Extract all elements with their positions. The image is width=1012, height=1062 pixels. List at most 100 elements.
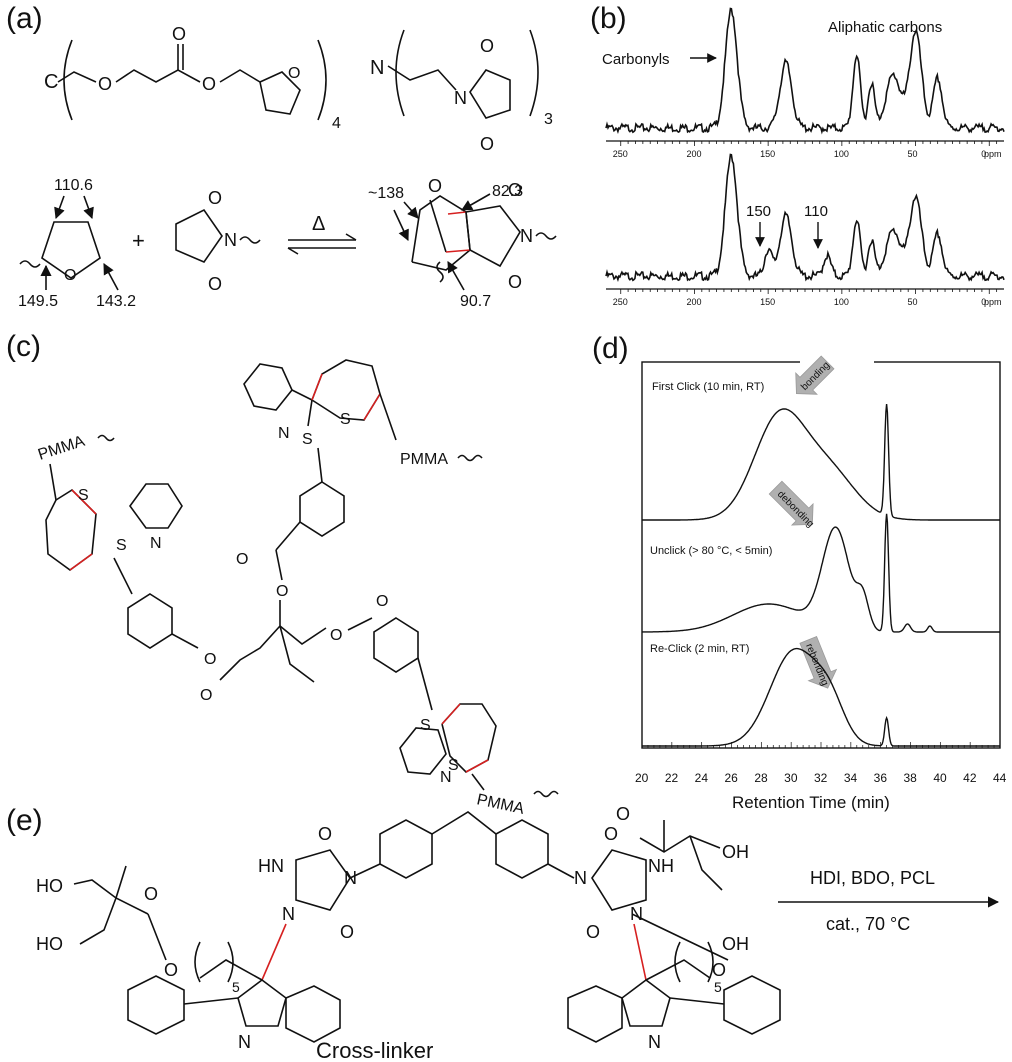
left-tad-n2: N bbox=[282, 904, 295, 924]
right-tad-n: N bbox=[574, 868, 587, 888]
svg-text:34: 34 bbox=[844, 771, 858, 785]
left-indole-5 bbox=[237, 979, 287, 1027]
svg-text:200: 200 bbox=[686, 149, 701, 159]
adduct-red-bond-2 bbox=[445, 249, 471, 253]
conditions-label: cat., 70 °C bbox=[826, 914, 910, 934]
right-red-bond bbox=[633, 923, 647, 981]
carbonyls-label: Carbonyls bbox=[602, 51, 670, 68]
right-pyridine bbox=[399, 727, 447, 775]
left-ho-2: HO bbox=[36, 934, 63, 954]
top-arm-s2: S bbox=[340, 411, 351, 428]
svg-text:150: 150 bbox=[760, 149, 775, 159]
svg-text:250: 250 bbox=[613, 149, 628, 159]
top-benzene bbox=[299, 481, 345, 537]
right-ester-o: O bbox=[330, 627, 342, 644]
amine-atom-label: N bbox=[370, 57, 384, 79]
left-alkyl-chain bbox=[199, 959, 263, 981]
right-red-bond-2 bbox=[465, 759, 489, 773]
top-ester-o2: O bbox=[276, 583, 288, 600]
reactant-furan-o: O bbox=[64, 267, 76, 284]
carbonyl-o: O bbox=[172, 24, 186, 44]
right-tad-nh: NH bbox=[648, 856, 674, 876]
left-bracket-2 bbox=[395, 29, 405, 117]
panel-b: Carbonyls Aliphatic carbons 250 200 150 100… bbox=[602, 7, 1005, 307]
right-indole-n: N bbox=[648, 1032, 661, 1052]
right-pyridine-n: N bbox=[440, 769, 452, 786]
pyridine-top bbox=[243, 363, 293, 411]
svg-text:44: 44 bbox=[993, 771, 1007, 785]
core-chain bbox=[219, 600, 281, 681]
right-oh-2: OH bbox=[722, 934, 749, 954]
reagents-label: HDI, BDO, PCL bbox=[810, 868, 935, 888]
adduct-o2: O bbox=[508, 272, 522, 292]
reactant-furan bbox=[41, 221, 101, 279]
maleimide-ring bbox=[469, 69, 511, 119]
debonding-arrow: debonding bbox=[768, 480, 816, 530]
wavy-bond-2 bbox=[239, 236, 261, 244]
svg-text:20: 20 bbox=[635, 771, 649, 785]
left-carbonyl-o: O bbox=[144, 884, 158, 904]
core-ethyl bbox=[279, 625, 315, 683]
shift-907-arrow bbox=[447, 261, 465, 291]
left-red-bond bbox=[261, 923, 287, 981]
svg-text:50: 50 bbox=[908, 297, 918, 307]
ester-chain bbox=[57, 71, 97, 83]
svg-text:150: 150 bbox=[760, 297, 775, 307]
equilibrium-fwd-head bbox=[345, 233, 357, 241]
shift-1432-label: 143.2 bbox=[96, 293, 136, 310]
shift-1495-label: 149.5 bbox=[18, 293, 58, 310]
top-ester-c-o bbox=[275, 549, 283, 581]
panel-label-d: (d) bbox=[592, 332, 629, 365]
left-ester-bond bbox=[147, 913, 167, 961]
left-sub5: 5 bbox=[232, 979, 240, 995]
right-indole-6 bbox=[567, 985, 623, 1043]
right-paren-open bbox=[674, 941, 681, 983]
right-benzene bbox=[373, 617, 419, 673]
svg-text:100: 100 bbox=[834, 149, 849, 159]
svg-text:50: 50 bbox=[908, 149, 918, 159]
left-s1: S bbox=[78, 487, 89, 504]
svg-text:36: 36 bbox=[874, 771, 888, 785]
right-ester-o2: O bbox=[376, 593, 388, 610]
ester-o1: O bbox=[98, 74, 112, 94]
adduct-o1: O bbox=[508, 180, 522, 200]
cross-linker-caption: Cross-linker bbox=[316, 1038, 433, 1062]
count-3: 3 bbox=[544, 111, 553, 128]
gpc-trace-unclick bbox=[642, 513, 1000, 633]
left-tad-bond bbox=[349, 863, 381, 879]
left-linker bbox=[113, 557, 133, 595]
svg-text:ppm: ppm bbox=[984, 149, 1002, 159]
left-bracket bbox=[63, 39, 73, 121]
gpc-frame-gap bbox=[800, 359, 874, 365]
svg-text:24: 24 bbox=[695, 771, 709, 785]
top-linker bbox=[317, 447, 323, 483]
core-atom-label: C bbox=[44, 71, 58, 93]
right-diol-2 bbox=[689, 835, 723, 891]
left-pyridine bbox=[129, 483, 183, 529]
right-phenyl-bond bbox=[669, 997, 725, 1005]
adduct-o-bridge: O bbox=[428, 176, 442, 196]
top-arm-bond-1 bbox=[291, 389, 313, 401]
panel-label-c: (c) bbox=[6, 330, 41, 363]
amine-chain bbox=[387, 65, 457, 91]
left-tad-o2: O bbox=[340, 922, 354, 942]
svg-text:100: 100 bbox=[834, 297, 849, 307]
right-tad-o2: O bbox=[586, 922, 600, 942]
svg-text:30: 30 bbox=[784, 771, 798, 785]
furan-o: O bbox=[288, 65, 300, 82]
adduct-bridge bbox=[429, 199, 447, 253]
left-benzene bbox=[127, 593, 173, 649]
adduct-bicycle bbox=[411, 195, 471, 271]
core-methylene bbox=[431, 811, 497, 835]
left-ester-o2: O bbox=[200, 687, 212, 704]
panel-c: N S S PMMA O O PMMA S S N O O bbox=[36, 359, 559, 818]
top-pmma-bond bbox=[379, 393, 397, 441]
panel-label-b: (b) bbox=[590, 2, 627, 35]
left-pmma-wave bbox=[97, 434, 115, 442]
aliphatic-label: Aliphatic carbons bbox=[828, 19, 942, 36]
gpc-xlabel: Retention Time (min) bbox=[732, 793, 890, 812]
peak-150-label: 150 bbox=[746, 203, 771, 220]
furan-ring bbox=[259, 71, 301, 115]
